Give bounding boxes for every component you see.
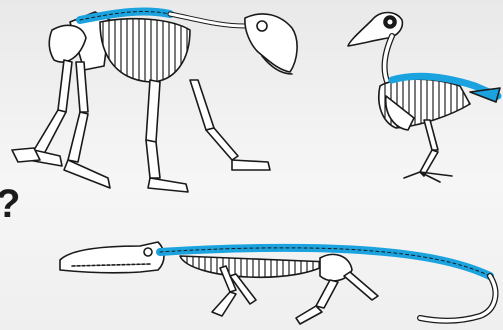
crocodile-skull [60,242,164,273]
crocodile-ribcage [180,256,330,277]
bird-skeleton [348,13,500,183]
crocodile-skeleton [60,242,495,324]
mammal-skeleton [12,12,297,192]
mammal-skull [245,14,297,72]
question-mark: ? [0,184,20,224]
mammal-ribcage [100,19,190,82]
